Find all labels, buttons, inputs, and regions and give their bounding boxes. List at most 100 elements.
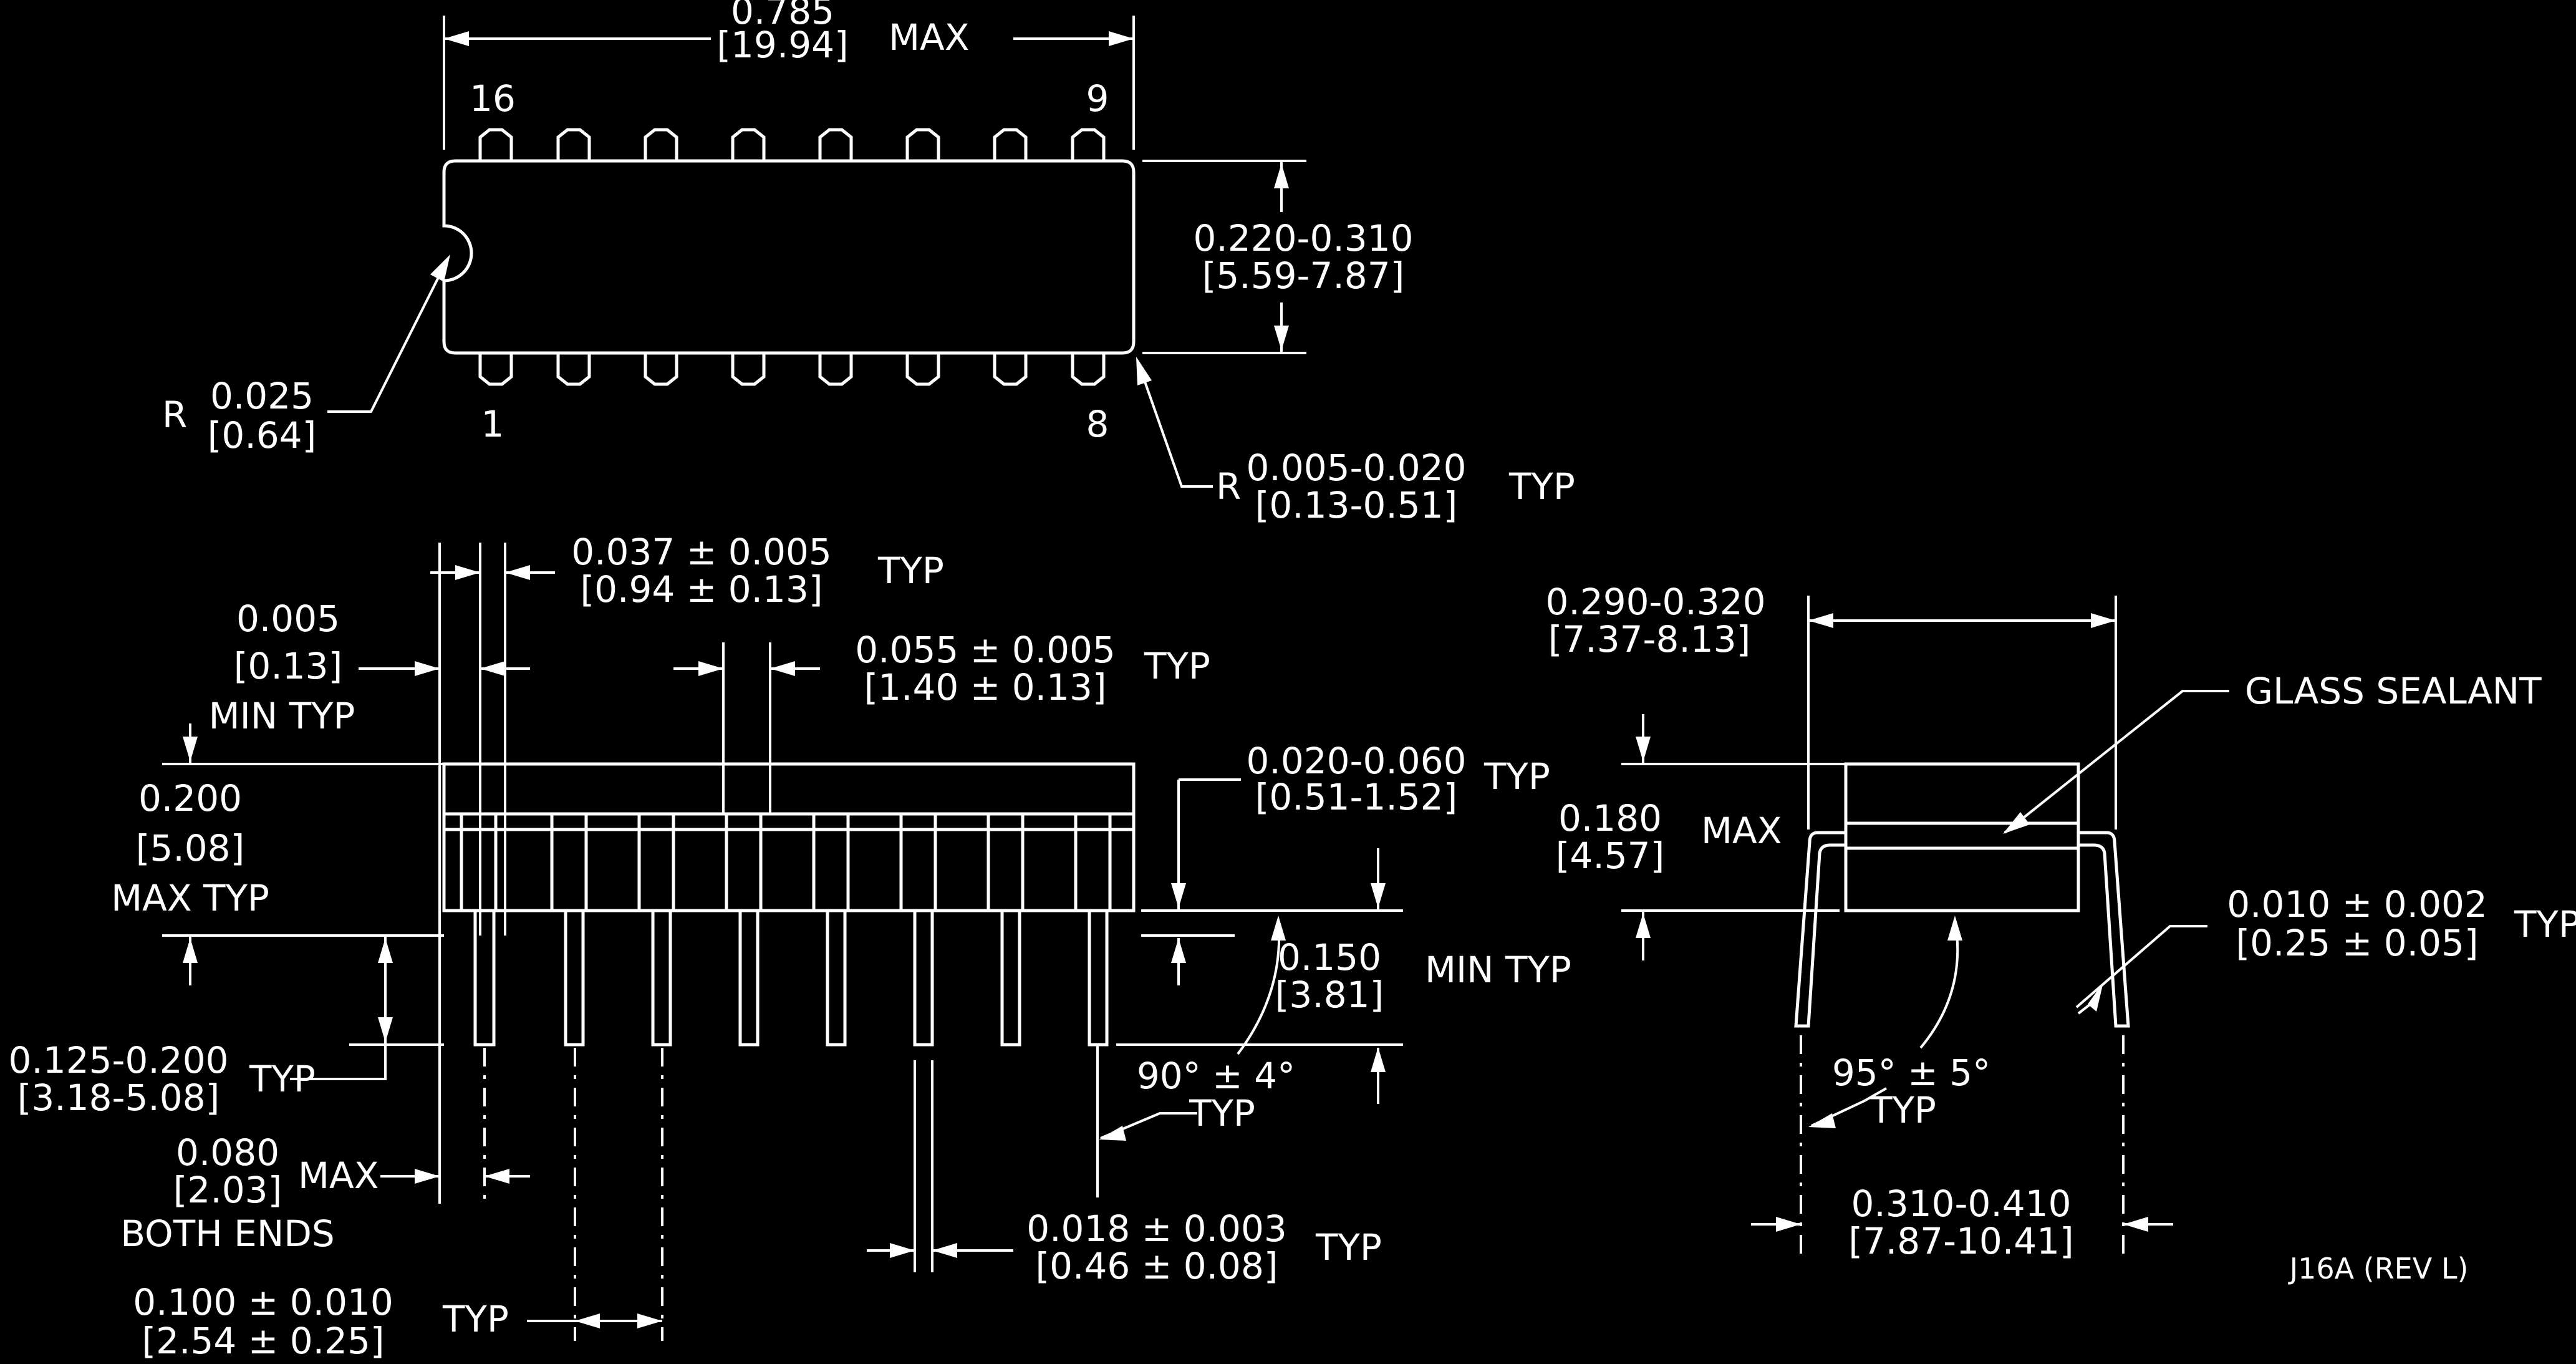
standoff-value: 0.020-0.060 [1246,740,1466,782]
notch-radius-prefix: R [162,394,187,436]
pitch-value: 0.100 ± 0.010 [133,1281,393,1323]
end-width-value: 0.290-0.320 [1545,581,1765,623]
side-view: 0.037 ± 0.005 [0.94 ± 0.13] TYP 0.005 [0… [8,531,1571,1362]
standoff-note: TYP [1483,755,1550,798]
side-lead [987,814,1025,1047]
end-width-dimension [1807,596,2117,830]
side-lead [725,814,763,1047]
shoulder-width-dimension [673,642,820,814]
side-lead [812,814,850,1047]
seating-value-mm: [3.81] [1275,974,1384,1016]
side-lead [899,814,937,1047]
lead-spread-dimension [1751,1035,2173,1254]
side-lead [637,814,675,1047]
end-view-body [1844,762,2080,912]
shoulder-width-value: 0.055 ± 0.005 [855,629,1116,671]
end-lead-thickness-value-mm: [0.25 ± 0.05] [2236,922,2478,964]
bottom-pin-8 [1071,353,1106,386]
top-pin-9 [1071,128,1106,161]
top-pin [731,128,766,161]
corner-radius-note: TYP [1508,465,1575,508]
top-view: 0.785 [19.94] MAX 16 9 1 8 0.220-0.310 [… [162,0,1575,526]
lead-length-note: TYP [249,1058,316,1100]
corner-radius-leader [1136,357,1213,488]
bottom-pin [818,353,853,386]
top-pin [556,128,591,161]
seating-dimension [1116,1043,1403,1104]
lead-width-value-mm: [0.94 ± 0.13] [580,568,822,611]
body-height-value-mm: [5.08] [136,827,244,869]
lead-thickness-note: TYP [1315,1226,1382,1269]
top-pin [993,128,1028,161]
top-pin-row [478,128,1106,161]
pitch-dimension [527,1048,663,1341]
lead-length-dimension [290,936,444,1080]
top-view-body [442,159,1136,355]
end-view-left-lead [1794,831,1846,1028]
lead-angle-value: 90° ± 4° [1137,1055,1295,1097]
end-height-value-mm: [4.57] [1556,834,1664,877]
end-height-value: 0.180 [1558,797,1662,839]
side-view-body [442,762,1136,912]
end-gap-value: 0.005 [236,597,340,640]
lead-angle-note: TYP [1189,1092,1255,1134]
end-view: 0.290-0.320 [7.37-8.13] GLASS SEALANT 0.… [1545,581,2576,1262]
standoff-value-mm: [0.51-1.52] [1255,776,1457,818]
bottom-pin-row [478,353,1106,386]
body-height-note: MAX TYP [111,877,269,919]
end-lead-thickness-value: 0.010 ± 0.002 [2227,883,2487,926]
pitch-note: TYP [442,1298,509,1340]
end-view-right-lead [2078,831,2130,1028]
end-gap-dimension [359,543,530,1204]
revision-label: J16A (REV L) [2288,1252,2469,1285]
glass-sealant-leader [2003,690,2229,834]
length-value-mm: [19.94] [716,24,848,66]
lead-width-dimension [430,543,555,936]
side-lead-1 [460,814,498,1047]
bottom-pin [905,353,940,386]
width-value: 0.220-0.310 [1193,217,1413,259]
end-lead-note-2: BOTH ENDS [120,1212,334,1255]
bottom-pin [644,353,678,386]
width-dimension [1142,160,1306,354]
seating-value: 0.150 [1278,936,1381,979]
pin-9-label: 9 [1086,77,1109,120]
lead-thickness-value: 0.018 ± 0.003 [1026,1207,1287,1250]
side-lead [550,814,588,1047]
pin-8-label: 8 [1086,403,1109,445]
end-gap-value-mm: [0.13] [234,645,342,687]
shoulder-width-value-mm: [1.40 ± 0.13] [864,666,1106,709]
lead-angle-annotation [1096,916,1286,1197]
pin-1-label: 1 [481,403,504,445]
lead-thickness-value-mm: [0.46 ± 0.08] [1035,1245,1278,1287]
body-height-value: 0.200 [138,777,242,820]
length-value: 0.785 [731,0,834,32]
end-lead-thickness-leader [2075,925,2207,1015]
side-view-leads [460,814,1112,1047]
bottom-pin [993,353,1028,386]
lead-length-value-mm: [3.18-5.08] [17,1076,219,1119]
corner-radius-value: 0.005-0.020 [1246,447,1466,489]
length-dimension [443,16,1135,150]
end-angle-value: 95° ± 5° [1832,1052,1990,1094]
end-angle-annotation [1808,916,1962,1128]
lead-length-value: 0.125-0.200 [8,1039,228,1081]
end-angle-note: TYP [1869,1089,1936,1131]
end-lead-dimension [380,1048,530,1204]
top-pin [905,128,940,161]
corner-radius-value-mm: [0.13-0.51] [1255,484,1457,526]
pin-16-label: 16 [470,77,516,120]
width-value-mm: [5.59-7.87] [1202,254,1404,297]
top-pin [644,128,678,161]
notch-radius-value-mm: [0.64] [208,414,316,457]
end-gap-note: MIN TYP [209,695,355,737]
top-pin [818,128,853,161]
lead-thickness-dimension [867,1060,1013,1272]
lead-spread-value-mm: [7.87-10.41] [1848,1220,2073,1262]
pitch-value-mm: [2.54 ± 0.25] [142,1320,384,1362]
lead-width-note: TYP [877,549,944,592]
notch-radius-value: 0.025 [210,375,314,417]
end-lead-note: MAX [298,1154,379,1197]
glass-sealant-label: GLASS SEALANT [2245,670,2542,712]
